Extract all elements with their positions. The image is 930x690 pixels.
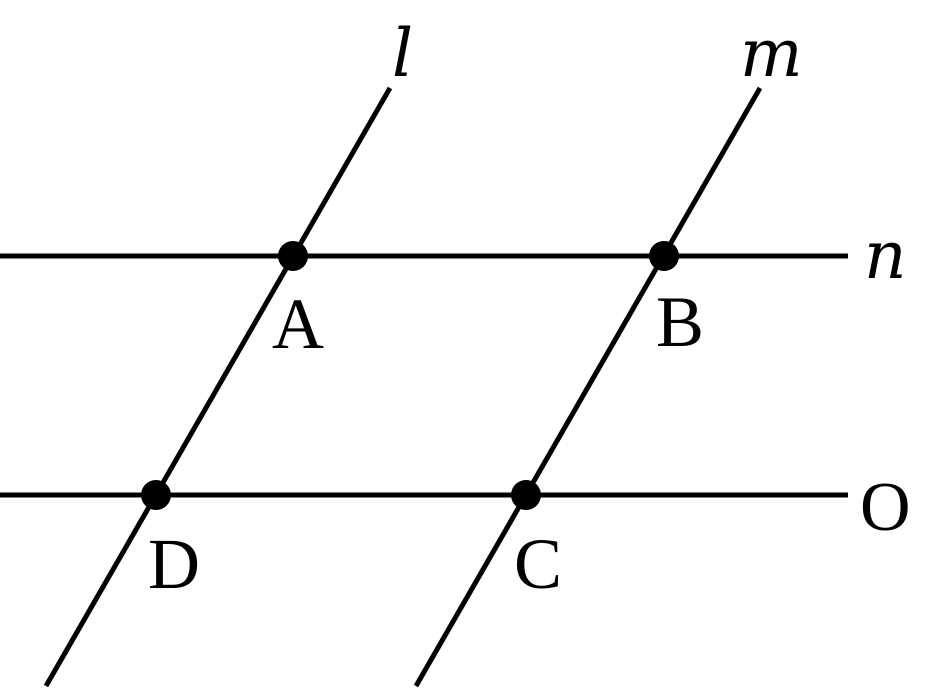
line-label-m: m (740, 15, 803, 92)
line-label-l: l (392, 15, 413, 92)
point-b (649, 241, 679, 271)
point-c (511, 480, 541, 510)
line-label-o: O (860, 469, 911, 546)
point-label-c: C (514, 524, 562, 604)
point-label-d: D (148, 524, 200, 604)
point-label-b: B (656, 282, 704, 362)
line-label-n: n (864, 217, 907, 294)
point-d (141, 480, 171, 510)
point-a (278, 241, 308, 271)
line-l (43, 86, 393, 688)
line-m (413, 86, 763, 688)
point-label-a: A (272, 284, 324, 364)
